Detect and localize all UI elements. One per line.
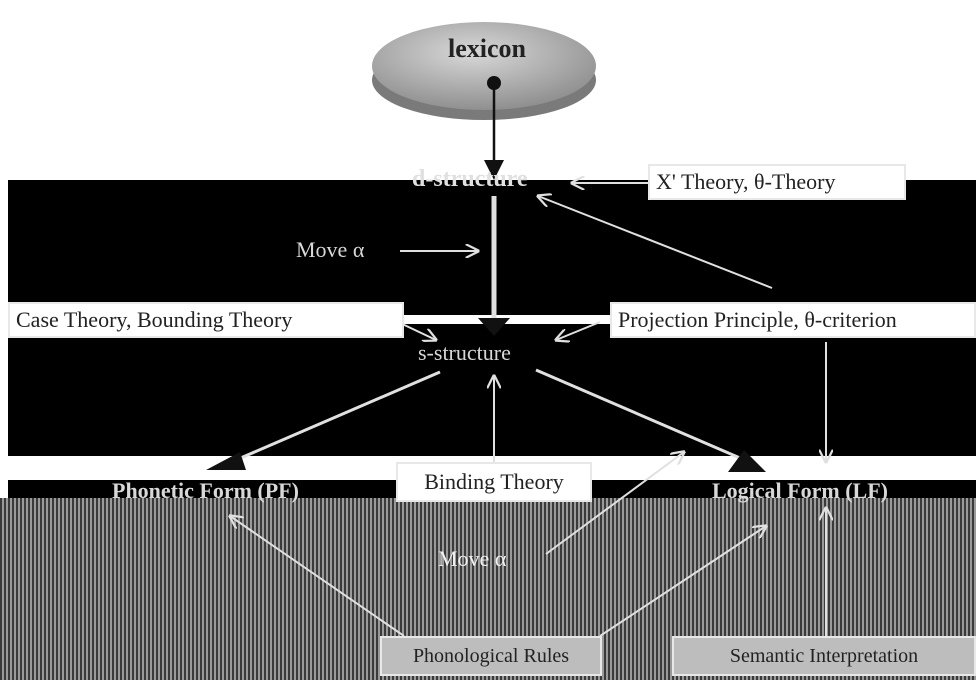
arrowhead-lf	[728, 450, 766, 472]
case-bounding-box: Case Theory, Bounding Theory	[8, 302, 404, 338]
arrow-case-to-sstructure	[397, 321, 436, 340]
background-band-2	[8, 324, 976, 456]
bottom-left-box: Phonological Rules	[380, 636, 602, 676]
dstructure-label: d-structure	[412, 166, 528, 192]
arrow-bottom-left-to-pf	[230, 516, 405, 637]
projection-theta-box: Projection Principle, θ-criterion	[610, 302, 976, 338]
arrowhead-dstructure	[484, 160, 504, 180]
arrow-projection-to-sstructure	[556, 321, 601, 340]
xbar-theta-box: X' Theory, θ-Theory	[648, 164, 906, 200]
lexicon-label: lexicon	[448, 34, 526, 63]
lexicon-node	[372, 22, 596, 120]
binding-box: Binding Theory	[396, 462, 592, 502]
arrowhead-pf	[206, 452, 246, 470]
arrow-sstructure-to-pf	[235, 370, 441, 462]
arrow-projection-to-dstructure	[538, 196, 773, 289]
move-alpha-bottom-label: Move α	[438, 546, 507, 571]
arrow-sstructure-to-lf	[535, 368, 741, 460]
sstructure-label: s-structure	[418, 340, 511, 365]
arrow-bottom-left-to-lf	[599, 526, 766, 637]
bottom-right-box: Semantic Interpretation	[672, 636, 976, 676]
logical-form-label: Logical Form (LF)	[712, 478, 888, 503]
arrowhead-sstructure	[478, 318, 510, 336]
arrow-move-alpha-bottom	[545, 452, 684, 555]
move-alpha-top-label: Move α	[296, 237, 365, 262]
phonetic-form-label: Phonetic Form (PF)	[112, 478, 299, 503]
